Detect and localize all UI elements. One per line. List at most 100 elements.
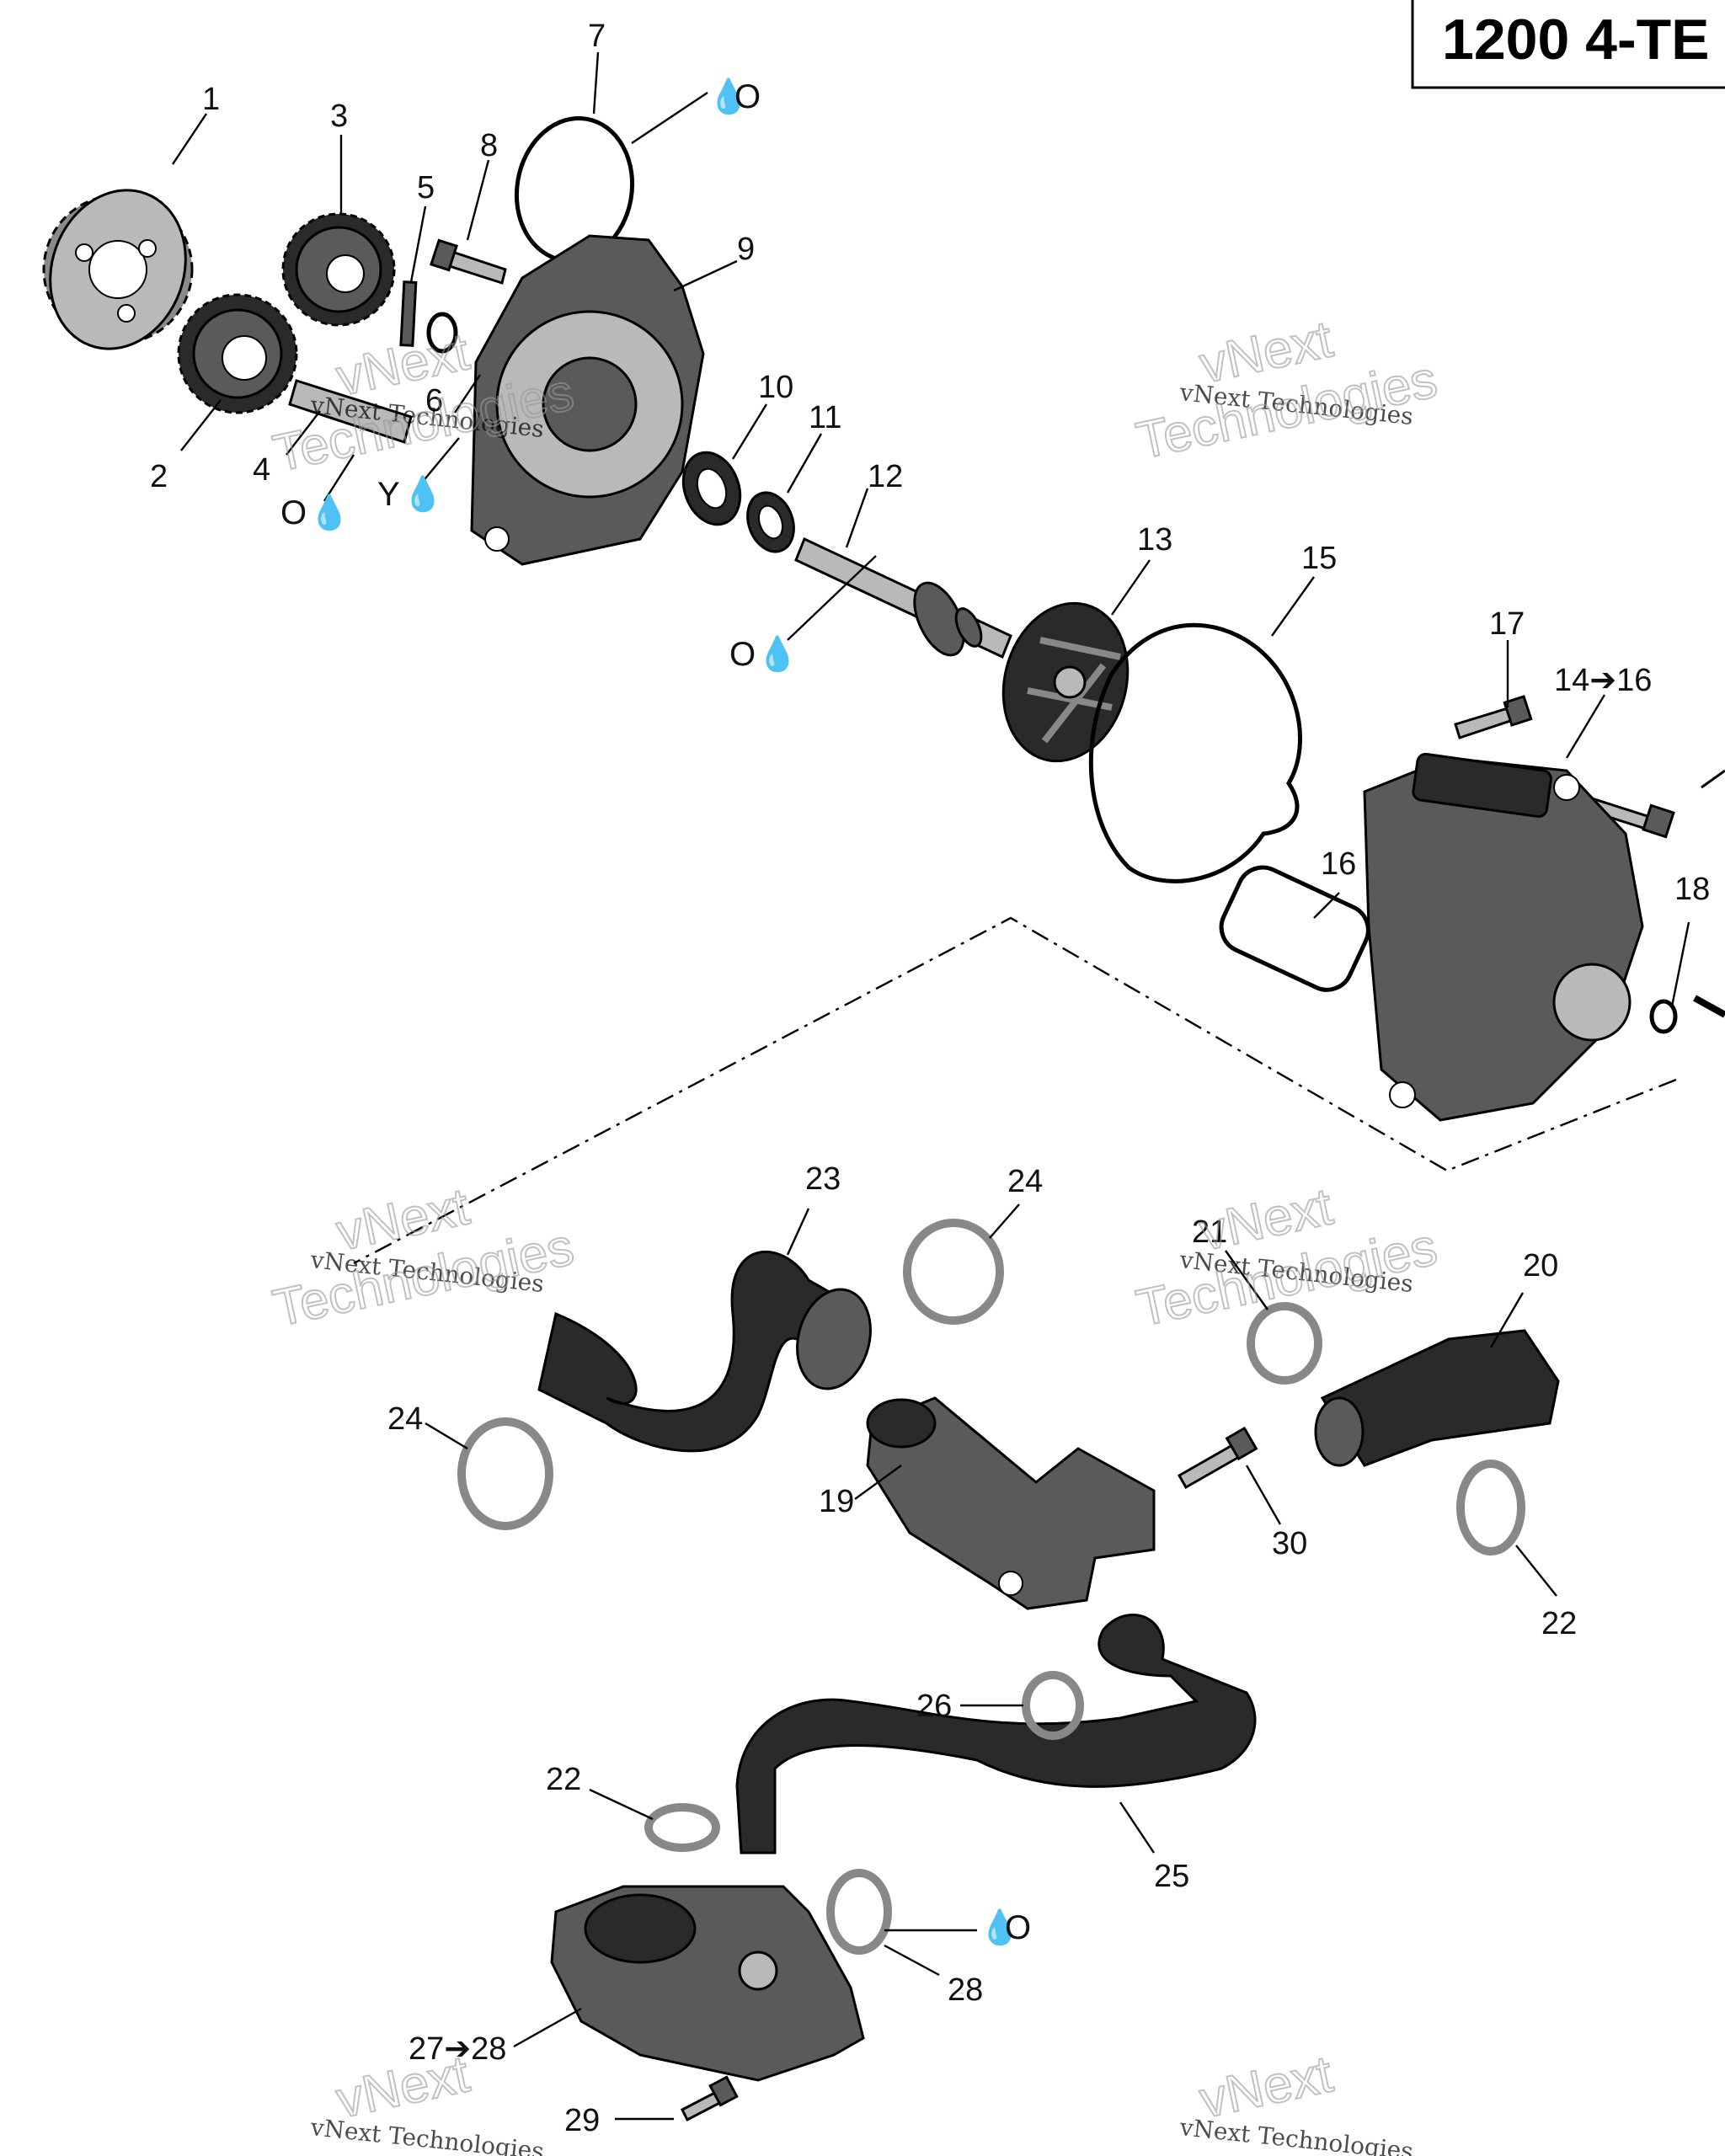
leader-14 [1565, 694, 1606, 759]
leader-19 [854, 1465, 902, 1500]
leader-5 [409, 205, 427, 283]
leader-22-right [1515, 1545, 1557, 1597]
title-box [1411, 0, 1725, 89]
leader-18 [1670, 921, 1690, 1007]
part-11-seal-ring [746, 491, 795, 553]
callout-1: 1 [202, 82, 220, 117]
callout-13: 13 [1137, 522, 1172, 558]
part-22-clamp-right [1456, 1460, 1525, 1556]
part-24-clamp-top [903, 1219, 1004, 1325]
leader-21 [1225, 1250, 1268, 1310]
watermark-mid-left: vNext Technologies vNext Technologies [268, 1177, 579, 1338]
part-14-cover [1363, 752, 1644, 1122]
callout-29: 29 [564, 2103, 600, 2138]
callout-28: 28 [948, 1972, 983, 2008]
leader-8 [466, 159, 490, 241]
part-26-clamp [1022, 1671, 1084, 1740]
leader-11 [786, 433, 823, 494]
callout-15: 15 [1301, 541, 1337, 576]
leader-10 [731, 403, 768, 460]
leader-12 [845, 488, 869, 548]
callout-12: 12 [868, 459, 903, 494]
lube-mark-7: 💧 O [708, 77, 761, 115]
leader-30 [1245, 1465, 1282, 1525]
part-20-elbow [1314, 1329, 1560, 1467]
leader-13 [1111, 559, 1151, 616]
leader-20 [1489, 1292, 1525, 1348]
part-30-bolt [1177, 1426, 1258, 1490]
title-text: 1200 4-TE [1442, 8, 1710, 72]
part-24-clamp-left [457, 1417, 553, 1530]
watermark-bottom-right: vNext Technologies vNext [1178, 2044, 1414, 2156]
callout-24-top: 24 [1007, 1164, 1043, 1199]
svg-text:vNext: vNext [1195, 2045, 1338, 2129]
assembly-outline [353, 916, 1677, 1265]
leader-4-lube [323, 454, 355, 502]
part-3-gear [281, 212, 396, 327]
leader-25 [1119, 1801, 1155, 1854]
leader-7 [592, 51, 600, 115]
callout-3: 3 [330, 99, 348, 134]
callout-22-right: 22 [1541, 1606, 1577, 1641]
leader-9 [673, 259, 738, 292]
leader-4 [286, 410, 321, 456]
callout-17: 17 [1489, 606, 1525, 642]
callout-20: 20 [1523, 1248, 1558, 1283]
callout-18: 18 [1674, 872, 1710, 907]
watermark-mid-right: vNext Technologies vNext Technologies [1131, 1177, 1443, 1338]
part-16-gasket [1219, 865, 1370, 992]
lube-mark-4: O 💧 [280, 493, 350, 531]
part-13-impeller [1001, 601, 1130, 763]
callout-19: 19 [819, 1484, 854, 1519]
leader-28 [884, 1944, 940, 1977]
leader-16 [1313, 892, 1340, 919]
callout-23: 23 [805, 1161, 841, 1197]
part-edge-fragment-mid [1693, 995, 1725, 1018]
part-6-washer [426, 312, 458, 354]
leader-1 [172, 113, 207, 165]
part-5-pin [399, 280, 418, 347]
svg-text:💧: 💧 [308, 493, 350, 531]
leader-23 [786, 1208, 810, 1256]
lube-mark-12: O 💧 [729, 634, 798, 673]
callout-2: 2 [150, 459, 168, 494]
leader-24-top [989, 1203, 1020, 1239]
svg-text:💧: 💧 [402, 474, 444, 513]
leader-24-left [425, 1422, 468, 1450]
part-23-hose [537, 1251, 869, 1453]
part-18-washer [1649, 999, 1678, 1034]
part-2-gear [177, 293, 298, 414]
callout-10: 10 [758, 370, 793, 405]
lube-mark-6: Y 💧 [377, 474, 444, 513]
part-8-bolt [430, 238, 507, 285]
lube-mark-28: 💧 O [979, 1908, 1031, 1946]
svg-text:O: O [729, 636, 756, 673]
svg-text:💧: 💧 [756, 634, 798, 673]
part-4-shaft [288, 379, 413, 444]
callout-27: 27➔28 [409, 2031, 506, 2067]
callout-22-lower: 22 [546, 1762, 581, 1797]
svg-text:O: O [734, 78, 761, 115]
callout-11: 11 [809, 400, 841, 435]
part-17-bolt [1454, 695, 1533, 739]
part-12-shaft [794, 536, 1012, 659]
callout-26: 26 [916, 1689, 952, 1724]
leader-2 [180, 399, 222, 451]
part-23-hose-end [796, 1288, 872, 1390]
svg-text:💧: 💧 [979, 1908, 1021, 1946]
callout-5: 5 [417, 170, 435, 205]
watermark-top-right: vNext Technologies vNext Technologies [1131, 309, 1443, 471]
part-28-oring [826, 1869, 892, 1955]
leader-12-lube [787, 555, 877, 641]
svg-text:O: O [1005, 1909, 1031, 1946]
part-19-housing [866, 1396, 1156, 1610]
watermark-bottom-left: vNext Technologies vNext [308, 2044, 545, 2156]
leader-27 [513, 2007, 582, 2048]
callout-7: 7 [588, 19, 606, 54]
part-1-gear [42, 189, 194, 350]
callout-9: 9 [737, 232, 755, 267]
part-29-bolt [680, 2075, 739, 2122]
leader-15 [1271, 576, 1315, 637]
callout-25: 25 [1154, 1859, 1189, 1894]
